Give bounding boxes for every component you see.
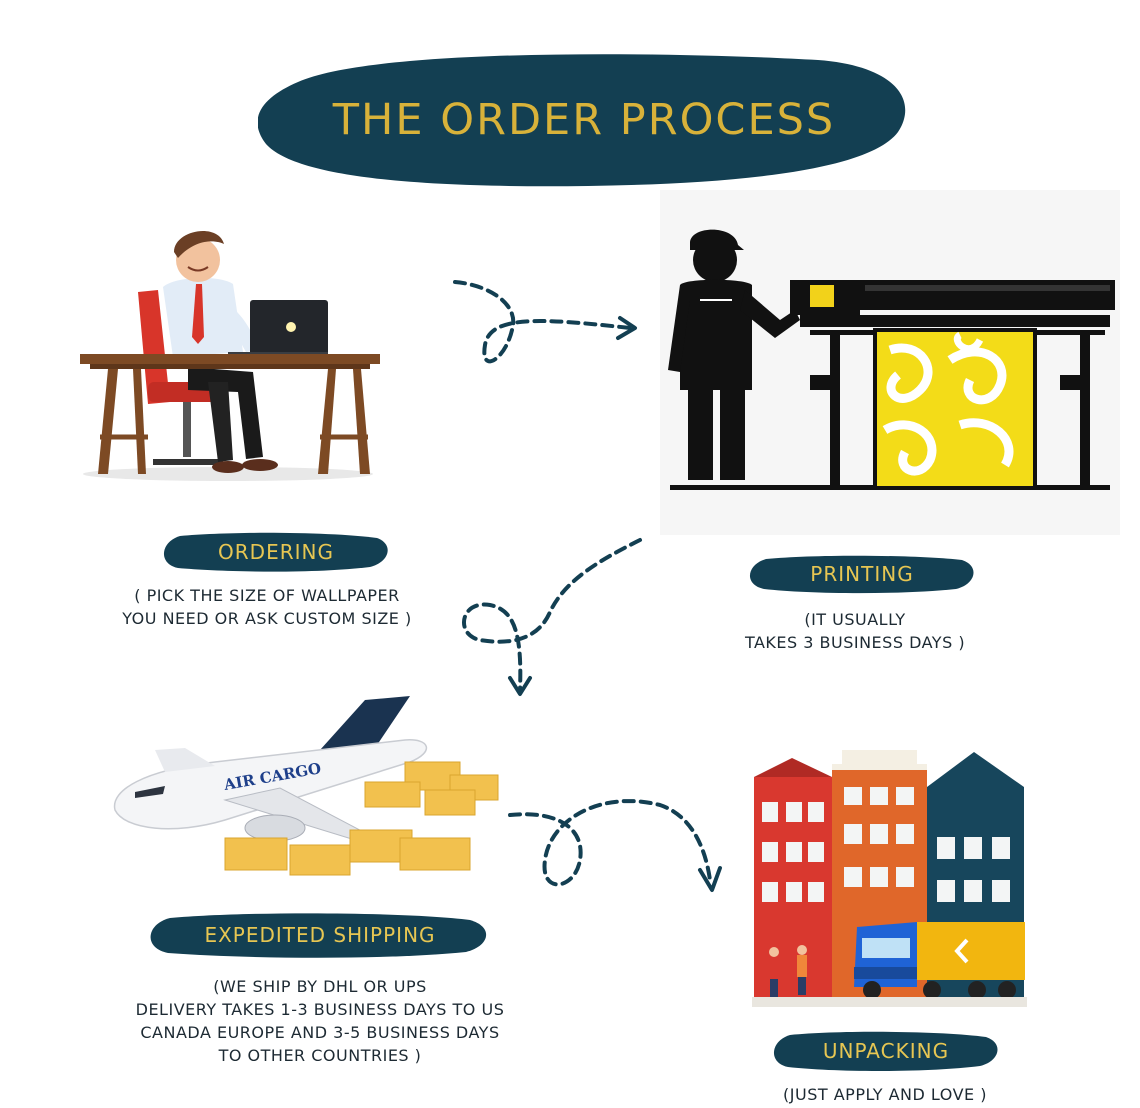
unpacking-city-illustration bbox=[752, 750, 1027, 1007]
ordering-label-text: ORDERING bbox=[218, 540, 334, 564]
shipping-label: EXPEDITED SHIPPING bbox=[148, 912, 492, 958]
shipping-desc-line: (WE SHIP BY DHL OR UPS bbox=[213, 977, 427, 996]
ordering-label: ORDERING bbox=[162, 532, 390, 572]
shipping-description: (WE SHIP BY DHL OR UPS DELIVERY TAKES 1-… bbox=[95, 975, 545, 1067]
title-banner bbox=[258, 54, 906, 187]
page-title: THE ORDER PROCESS bbox=[332, 94, 836, 145]
arrowhead-1 bbox=[616, 316, 637, 340]
printing-description: (IT USUALLY TAKES 3 BUSINESS DAYS ) bbox=[700, 608, 1010, 654]
printing-label-text: PRINTING bbox=[810, 562, 914, 586]
unpacking-label: UNPACKING bbox=[772, 1030, 1000, 1072]
unpacking-desc-line: (JUST APPLY AND LOVE ) bbox=[783, 1085, 987, 1104]
printing-label: PRINTING bbox=[748, 554, 976, 594]
arrow-ordering-to-printing bbox=[453, 280, 632, 364]
printing-desc-line: TAKES 3 BUSINESS DAYS ) bbox=[744, 633, 966, 652]
arrowhead-2 bbox=[508, 676, 532, 696]
shipping-desc-line: TO OTHER COUNTRIES ) bbox=[218, 1046, 422, 1065]
printing-desc-line: (IT USUALLY bbox=[804, 610, 906, 629]
ordering-illustration bbox=[80, 230, 380, 481]
printing-illustration bbox=[660, 190, 1120, 535]
shipping-desc-line: CANADA EUROPE AND 3-5 BUSINESS DAYS bbox=[140, 1023, 500, 1042]
shipping-desc-line: DELIVERY TAKES 1-3 BUSINESS DAYS TO US bbox=[135, 1000, 505, 1019]
unpacking-label-text: UNPACKING bbox=[822, 1039, 950, 1063]
arrowhead-3 bbox=[698, 866, 722, 892]
arrow-printing-to-shipping bbox=[462, 538, 642, 692]
arrow-shipping-to-unpacking bbox=[508, 799, 712, 887]
ordering-desc-line: ( PICK THE SIZE OF WALLPAPER bbox=[134, 586, 400, 605]
ordering-description: ( PICK THE SIZE OF WALLPAPER YOU NEED OR… bbox=[92, 584, 442, 630]
ordering-desc-line: YOU NEED OR ASK CUSTOM SIZE ) bbox=[122, 609, 412, 628]
unpacking-description: (JUST APPLY AND LOVE ) bbox=[740, 1083, 1030, 1106]
shipping-label-text: EXPEDITED SHIPPING bbox=[204, 923, 436, 947]
air-cargo-illustration: AIR CARGO bbox=[113, 696, 499, 876]
